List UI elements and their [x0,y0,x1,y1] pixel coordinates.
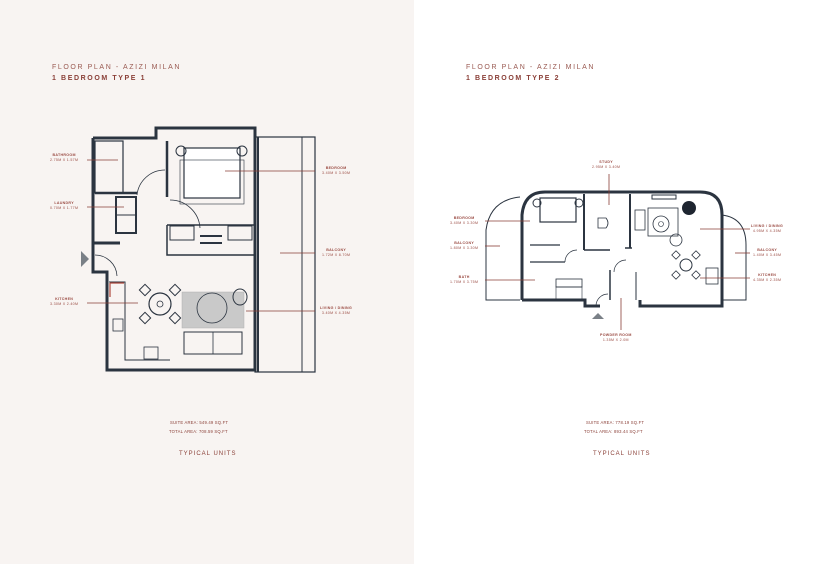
right-subtitle: 1 BEDROOM TYPE 2 [466,75,561,82]
right-page [414,0,828,564]
left-subtitle: 1 BEDROOM TYPE 1 [52,75,147,82]
left-title: FLOOR PLAN - AZIZI MILAN [52,64,182,71]
left-total-area: TOTAL AREA: 708.59 SQ.FT [169,429,228,434]
right-footer: TYPICAL UNITS [593,451,651,457]
floor-plan-type-1 [81,126,316,373]
left-suite-area: SUITE AREA: 549.49 SQ.FT [170,420,229,425]
right-total-area: TOTAL AREA: 893.44 SQ.FT [584,429,643,434]
left-footer: TYPICAL UNITS [179,451,237,457]
right-title: FLOOR PLAN - AZIZI MILAN [466,64,596,71]
left-page [0,0,414,564]
right-suite-area: SUITE AREA: 778.19 SQ.FT [586,420,645,425]
